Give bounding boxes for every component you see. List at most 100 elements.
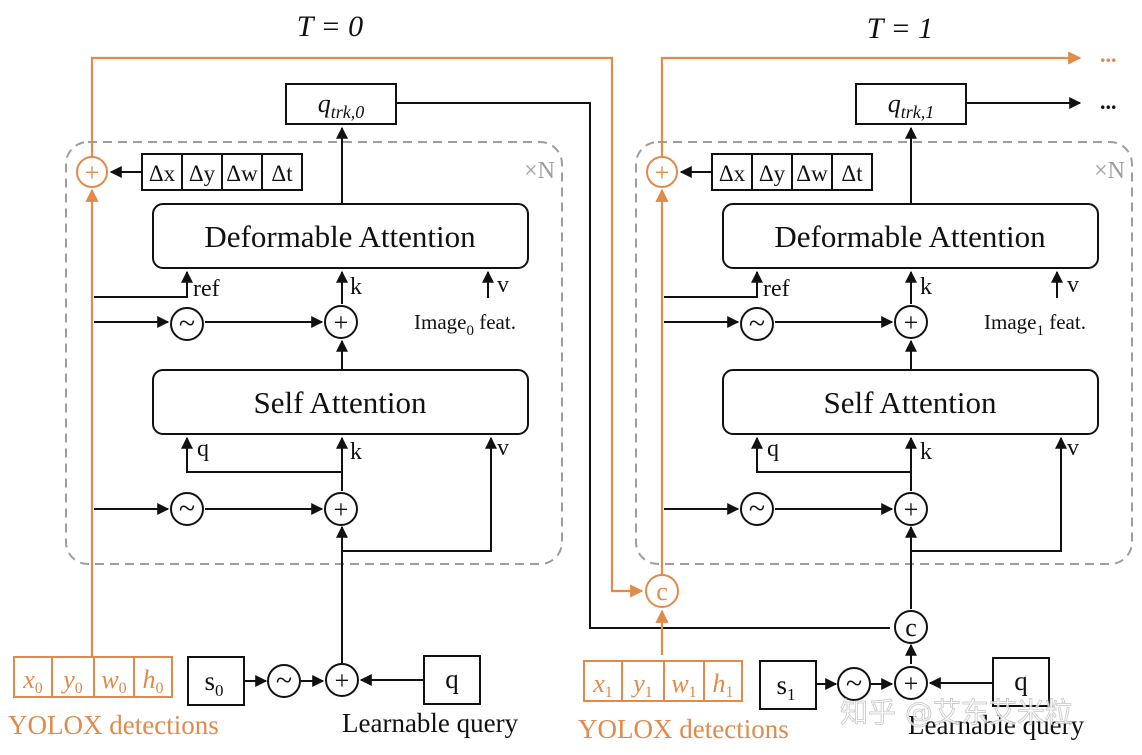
self-attention-t0 [152,369,529,435]
inputs-t0: x0 y0 w0 h0 YOLOX detections s0 ~ + q Le… [8,655,519,740]
learnable-query-symbol-t1: q [1014,666,1028,696]
score-box-t1 [759,660,817,710]
repeat-label-t0: ×N [524,158,555,184]
yolox-detections-label-t1: YOLOX detections [578,714,789,744]
repeat-block-t1 [635,141,1133,565]
pos-encoding-lower-t1 [740,492,774,526]
yolox-detections-label-t0: YOLOX detections [8,710,219,740]
yolox-detection-cells-t0: x0 y0 w0 h0 [13,656,173,698]
wave-symbol-lower-t0: ~ [179,492,195,525]
det-y-t1: y1 [630,669,653,701]
wave-symbol-upper-t1: ~ [749,307,765,340]
plus-node-upper-t0 [324,305,358,339]
input-plus-node-t0 [325,663,359,697]
concat-symbol-orange-t1: c [656,577,668,606]
ref-label-t1: ref [763,276,790,302]
plus-symbol-upper-t0: + [334,308,349,337]
det-w-t0: w0 [101,665,126,697]
top-output-ellipsis: ... [1100,42,1117,67]
self-attention-label-t1: Self Attention [823,385,997,420]
plus-node-lower-t1 [894,492,928,526]
tracking-query-box-t1 [855,83,967,125]
tracking-query-label-t0: qtrk,0 [318,89,365,122]
score-wave-symbol-t1: ~ [846,667,862,700]
v-label-self-t0: v [497,435,509,461]
score-box-t0 [187,656,245,706]
det-y-t0: y0 [60,665,83,697]
deformable-attention-label-t0: Deformable Attention [204,219,476,254]
yolox-detection-cells-t1: x1 y1 w1 h1 [583,660,743,702]
score-encoding-t1 [837,667,871,701]
panel-t0-title: T = 0 [297,10,363,43]
orange-flow: ... [85,42,1117,657]
inputs-t1: x1 y1 w1 h1 YOLOX detections s1 ~ + q Le… [578,657,1085,744]
q-label-self-t0: q [197,436,209,462]
k-label-deform-t1: k [920,274,932,300]
tracking-query-label-t1: qtrk,1 [888,89,935,122]
k-label-self-t1: k [920,439,932,465]
ref-label-t0: ref [193,276,220,302]
panel-t0: T = 0 ×N qtrk,0 Δx Δy Δw Δt Deformable A… [65,10,890,664]
connections-t1 [664,97,1082,664]
score-label-t0: s0 [204,666,223,700]
delta-t-t1: Δt [841,161,863,186]
det-h-t1: h1 [713,669,734,701]
learnable-query-symbol-t0: q [445,664,459,694]
concat-symbol-black-t1: c [905,613,917,642]
input-plus-node-t1 [894,666,928,700]
delta-y-t1: Δy [759,161,786,186]
det-x-t1: x1 [592,669,613,701]
pos-encoding-upper-t1 [740,307,774,341]
score-wave-symbol-t0: ~ [276,664,292,697]
det-w-t1: w1 [671,669,696,701]
det-h-t0: h0 [143,665,164,697]
repeat-label-t1: ×N [1094,158,1125,184]
learnable-query-box-t1 [992,657,1050,707]
v-label-deform-t1: v [1067,272,1079,298]
v-label-self-t1: v [1067,435,1079,461]
deformable-attention-label-t1: Deformable Attention [774,219,1046,254]
det-x-t0: x0 [22,665,43,697]
delta-t-t0: Δt [271,161,293,186]
delta-cells-t1: Δx Δy Δw Δt [711,153,873,191]
q-label-self-t1: q [767,436,779,462]
v-label-deform-t0: v [497,272,509,298]
learnable-query-label-t0: Learnable query [342,708,519,738]
repeat-block-t0 [65,141,563,565]
delta-x-t1: Δx [719,161,746,186]
delta-w-t0: Δw [226,161,258,186]
delta-w-t1: Δw [796,161,828,186]
plus-node-upper-t1 [894,305,928,339]
plus-node-lower-t0 [324,492,358,526]
k-label-self-t0: k [350,439,362,465]
learnable-query-label-t1: Learnable query [908,710,1085,740]
plus-symbol-upper-t1: + [904,308,919,337]
concat-node-black-t1 [894,610,928,644]
watermark: 知乎 @艾东艾米粒 [840,696,1073,729]
orange-plus-symbol-t0: + [85,158,100,187]
plus-symbol-lower-t1: + [904,495,919,524]
plus-symbol-lower-t0: + [334,495,349,524]
panel-t1-title: T = 1 [867,12,933,45]
self-attention-label-t0: Self Attention [253,385,427,420]
image-feat-label-t1: Image1 feat. [984,310,1086,339]
image-feat-label-t0: Image0 feat. [414,310,516,339]
score-encoding-t0 [267,664,301,698]
track-output-ellipsis: ... [1100,89,1117,114]
connections-t0 [94,102,890,664]
orange-plus-symbol-t1: + [655,158,670,187]
deformable-attention-t0 [152,203,529,269]
delta-y-t0: Δy [189,161,216,186]
wave-symbol-upper-t0: ~ [179,307,195,340]
score-label-t1: s1 [776,670,795,704]
pos-encoding-upper-t0 [170,307,204,341]
panel-t1: T = 1 ×N qtrk,1 Δx Δy Δw Δt Deformable A… [635,12,1133,664]
delta-x-t0: Δx [149,161,176,186]
pos-encoding-lower-t0 [170,492,204,526]
wave-symbol-lower-t1: ~ [749,492,765,525]
k-label-deform-t0: k [350,274,362,300]
input-plus-symbol-t0: + [335,666,350,695]
input-plus-symbol-t1: + [904,669,919,698]
delta-cells-t0: Δx Δy Δw Δt [141,153,303,191]
